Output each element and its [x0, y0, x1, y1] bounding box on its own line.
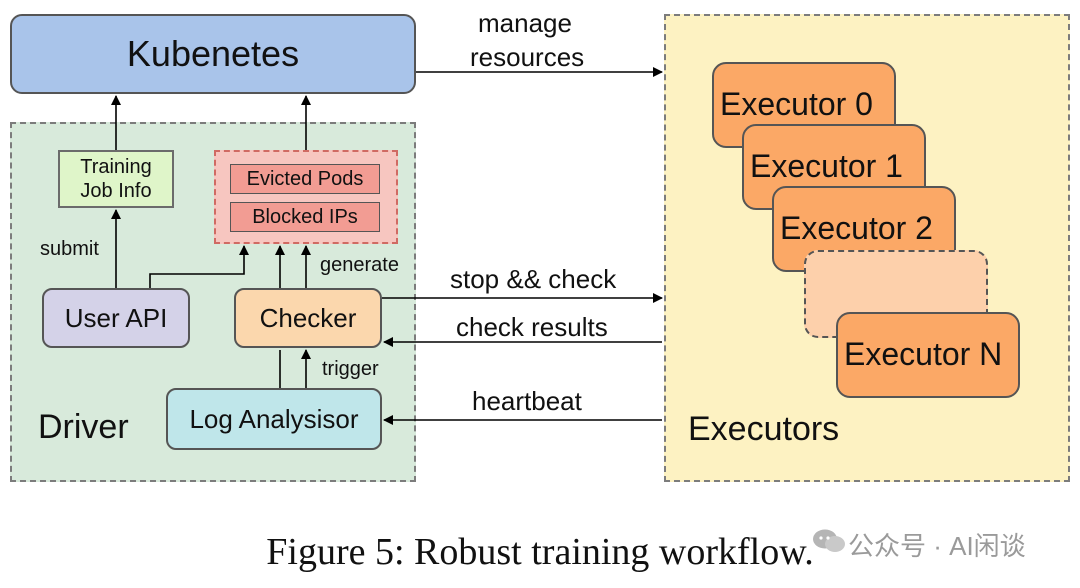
user-api-box: User API [42, 288, 190, 348]
job-info-line2: Job Info [80, 180, 152, 202]
executors-title: Executors [688, 410, 840, 448]
evicted-pods-label: Evicted Pods [246, 167, 364, 190]
user-api-label: User API [64, 302, 168, 333]
executor-0-label: Executor 0 [720, 86, 873, 122]
stop-check-label: stop && check [450, 264, 617, 294]
watermark-text: 公众号 · AI闲谈 [848, 531, 1026, 561]
checker-label: Checker [259, 302, 357, 333]
generate-label: generate [320, 254, 399, 276]
kubernetes-label: Kubenetes [126, 33, 300, 74]
training-job-info-box: Training Job Info [58, 150, 174, 208]
blocked-ips-box: Blocked IPs [230, 202, 380, 232]
check-results-label: check results [456, 312, 608, 342]
log-analysisor-label: Log Analysisor [189, 403, 359, 434]
submit-label: submit [40, 238, 99, 260]
checker-box: Checker [234, 288, 382, 348]
figure-caption: Figure 5: Robust training workflow. [266, 531, 814, 573]
manage-label-line2: resources [470, 42, 585, 72]
executor-1-label: Executor 1 [750, 148, 903, 184]
executor-n-box: Executor N [836, 312, 1020, 398]
manage-label-line1: manage [478, 8, 572, 38]
wechat-logo-icon [813, 529, 845, 552]
executor-2-label: Executor 2 [780, 210, 933, 246]
job-info-line1: Training [80, 156, 152, 178]
executor-n-label: Executor N [844, 336, 1003, 372]
driver-title: Driver [38, 408, 129, 446]
kubernetes-box: Kubenetes [10, 14, 416, 94]
arrow-userapi-to-pods [149, 245, 249, 288]
blocked-ips-label: Blocked IPs [252, 205, 358, 228]
trigger-label: trigger [322, 358, 379, 380]
log-analysisor-box: Log Analysisor [166, 388, 382, 450]
heartbeat-label: heartbeat [472, 386, 582, 416]
evicted-pods-box: Evicted Pods [230, 164, 380, 194]
